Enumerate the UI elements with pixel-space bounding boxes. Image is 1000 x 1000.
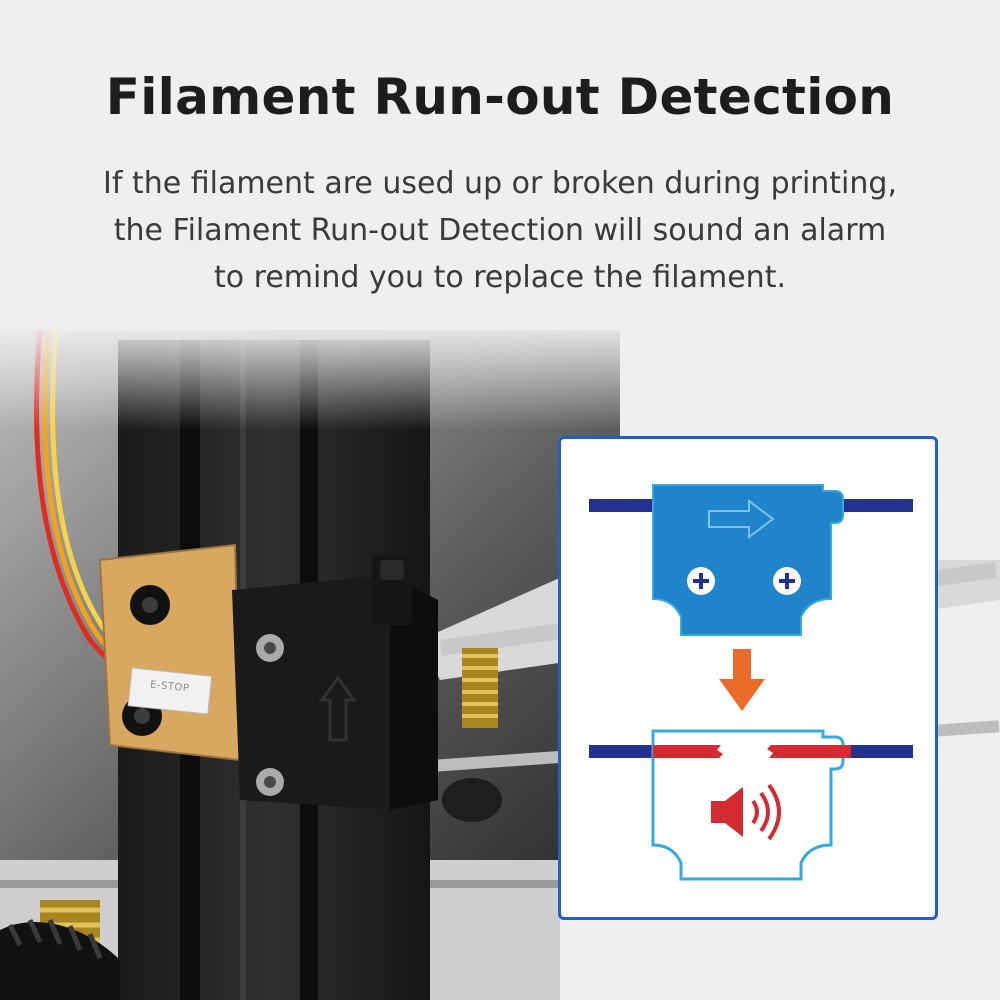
- feature-description: If the filament are used up or broken du…: [40, 160, 960, 301]
- bracket-screw-head: [142, 597, 158, 613]
- wire-connector: [127, 667, 213, 715]
- direction-arrow-icon: [708, 499, 775, 539]
- sleeve-ridges: [7, 918, 103, 959]
- leveling-knob: [442, 778, 502, 822]
- page-title: Filament Run-out Detection: [105, 68, 895, 126]
- description-line: If the filament are used up or broken du…: [103, 166, 897, 201]
- screw-icon: [687, 567, 715, 595]
- sensor-body-normal: [652, 484, 844, 636]
- cable-sleeve: [0, 921, 120, 1000]
- screw-icon: [773, 567, 801, 595]
- mounting-bracket: [98, 543, 242, 762]
- runout-diagram: [558, 436, 938, 920]
- description-line: to remind you to replace the filament.: [213, 260, 786, 295]
- diagram-canvas: [589, 484, 913, 881]
- sensor-body-alarm: [651, 729, 845, 881]
- broken-filament-right: [767, 745, 851, 758]
- bracket-screw-head: [134, 708, 150, 724]
- photo-fade: [0, 320, 1000, 430]
- speaker-alarm-icon: [711, 783, 781, 841]
- runout-sensor: [232, 555, 438, 810]
- down-arrow-icon: [719, 649, 765, 711]
- leveling-spring: [462, 648, 498, 728]
- description-line: the Filament Run-out Detection will soun…: [113, 213, 887, 248]
- broken-filament-left: [653, 745, 723, 758]
